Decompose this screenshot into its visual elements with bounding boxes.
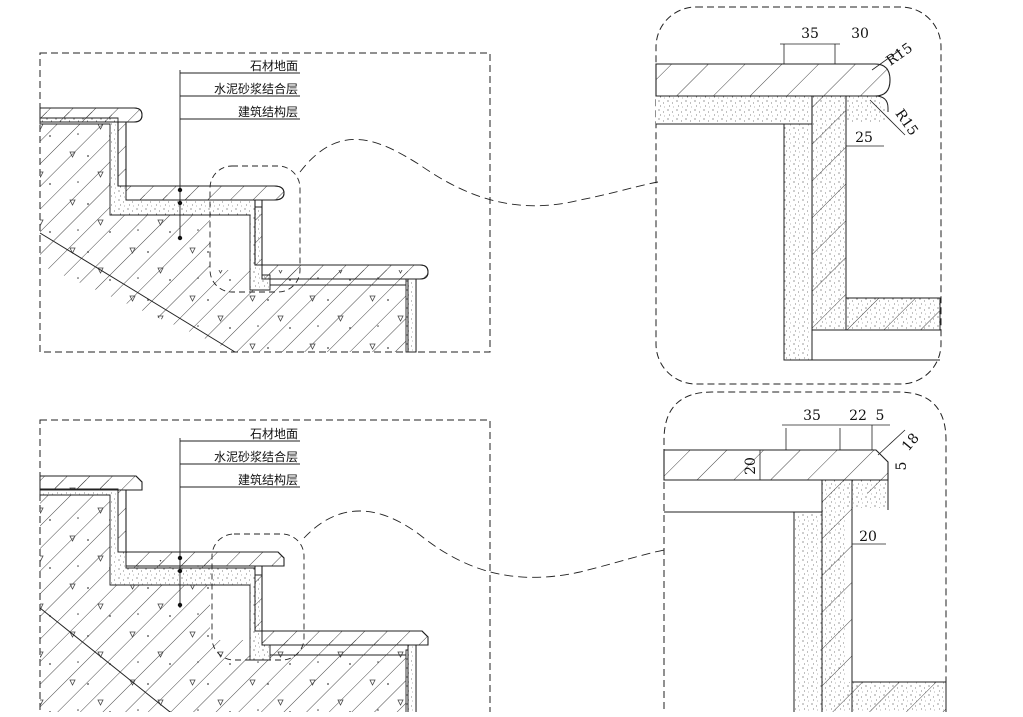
section-top: 石材地面 水泥砂浆结合层 建筑结构层 35 30 R15 R15 25 bbox=[39, 6, 942, 385]
label-stone-floor: 石材地面 bbox=[250, 59, 298, 73]
dim-top-22: 22 bbox=[849, 408, 867, 424]
label-stone-floor: 石材地面 bbox=[250, 427, 298, 441]
dim-top-5: 5 bbox=[876, 408, 885, 424]
dim-top-35: 35 bbox=[803, 408, 821, 424]
dim-riser-25: 25 bbox=[855, 130, 873, 146]
dim-side-5: 5 bbox=[894, 462, 910, 471]
dim-radius-lower: R15 bbox=[892, 107, 921, 139]
label-mortar-layer: 水泥砂浆结合层 bbox=[214, 81, 298, 96]
label-structure-layer: 建筑结构层 bbox=[238, 472, 298, 487]
label-mortar-layer: 水泥砂浆结合层 bbox=[214, 449, 298, 464]
dim-chamfer-18: 18 bbox=[899, 430, 923, 454]
dim-radius-upper: R15 bbox=[884, 40, 916, 69]
dim-top-30: 30 bbox=[851, 26, 869, 42]
label-structure-layer: 建筑结构层 bbox=[238, 104, 298, 119]
dim-thickness-20: 20 bbox=[743, 457, 759, 475]
dim-riser-20: 20 bbox=[859, 529, 877, 545]
section-bottom: 石材地面 水泥砂浆结合层 建筑结构层 35 22 5 18 5 20 20 bbox=[39, 391, 947, 717]
dim-top-35: 35 bbox=[801, 26, 819, 42]
